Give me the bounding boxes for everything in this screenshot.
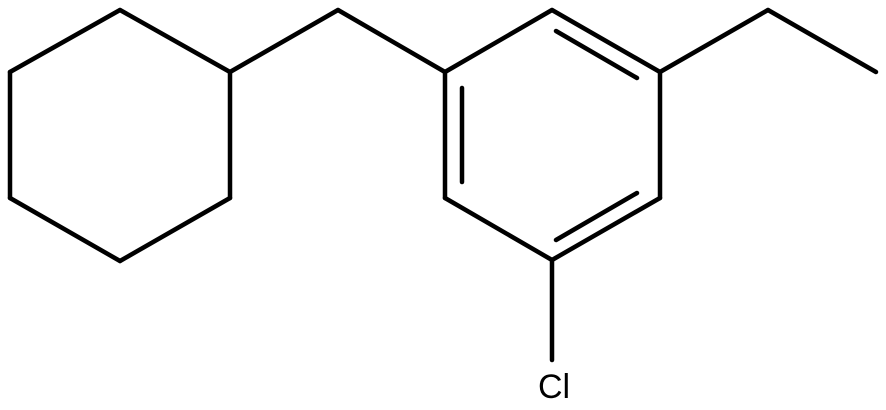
bridge-bond	[227, 7, 341, 75]
cyclohexane-bond	[117, 7, 233, 75]
ethyl-bond	[657, 7, 771, 75]
benzene-double-bond	[553, 190, 640, 243]
benzene-double-bond	[553, 28, 640, 81]
benzene-bond	[549, 7, 663, 75]
cyclohexane-ring	[7, 7, 233, 264]
cyclohexane-bond	[117, 195, 233, 264]
benzene-bond	[442, 195, 555, 263]
ethyl-group	[657, 7, 879, 75]
benzene-ring	[442, 7, 663, 263]
chloro-substituent: Cl	[538, 257, 570, 406]
methylene-bridge	[227, 7, 448, 75]
ethyl-bond	[765, 7, 879, 75]
cyclohexane-bond	[7, 195, 123, 264]
cyclohexane-bond	[7, 7, 123, 75]
chlorine-atom-label: Cl	[538, 368, 570, 406]
benzene-bond	[442, 7, 555, 75]
bridge-bond	[335, 7, 448, 75]
benzene-bond	[549, 195, 663, 263]
